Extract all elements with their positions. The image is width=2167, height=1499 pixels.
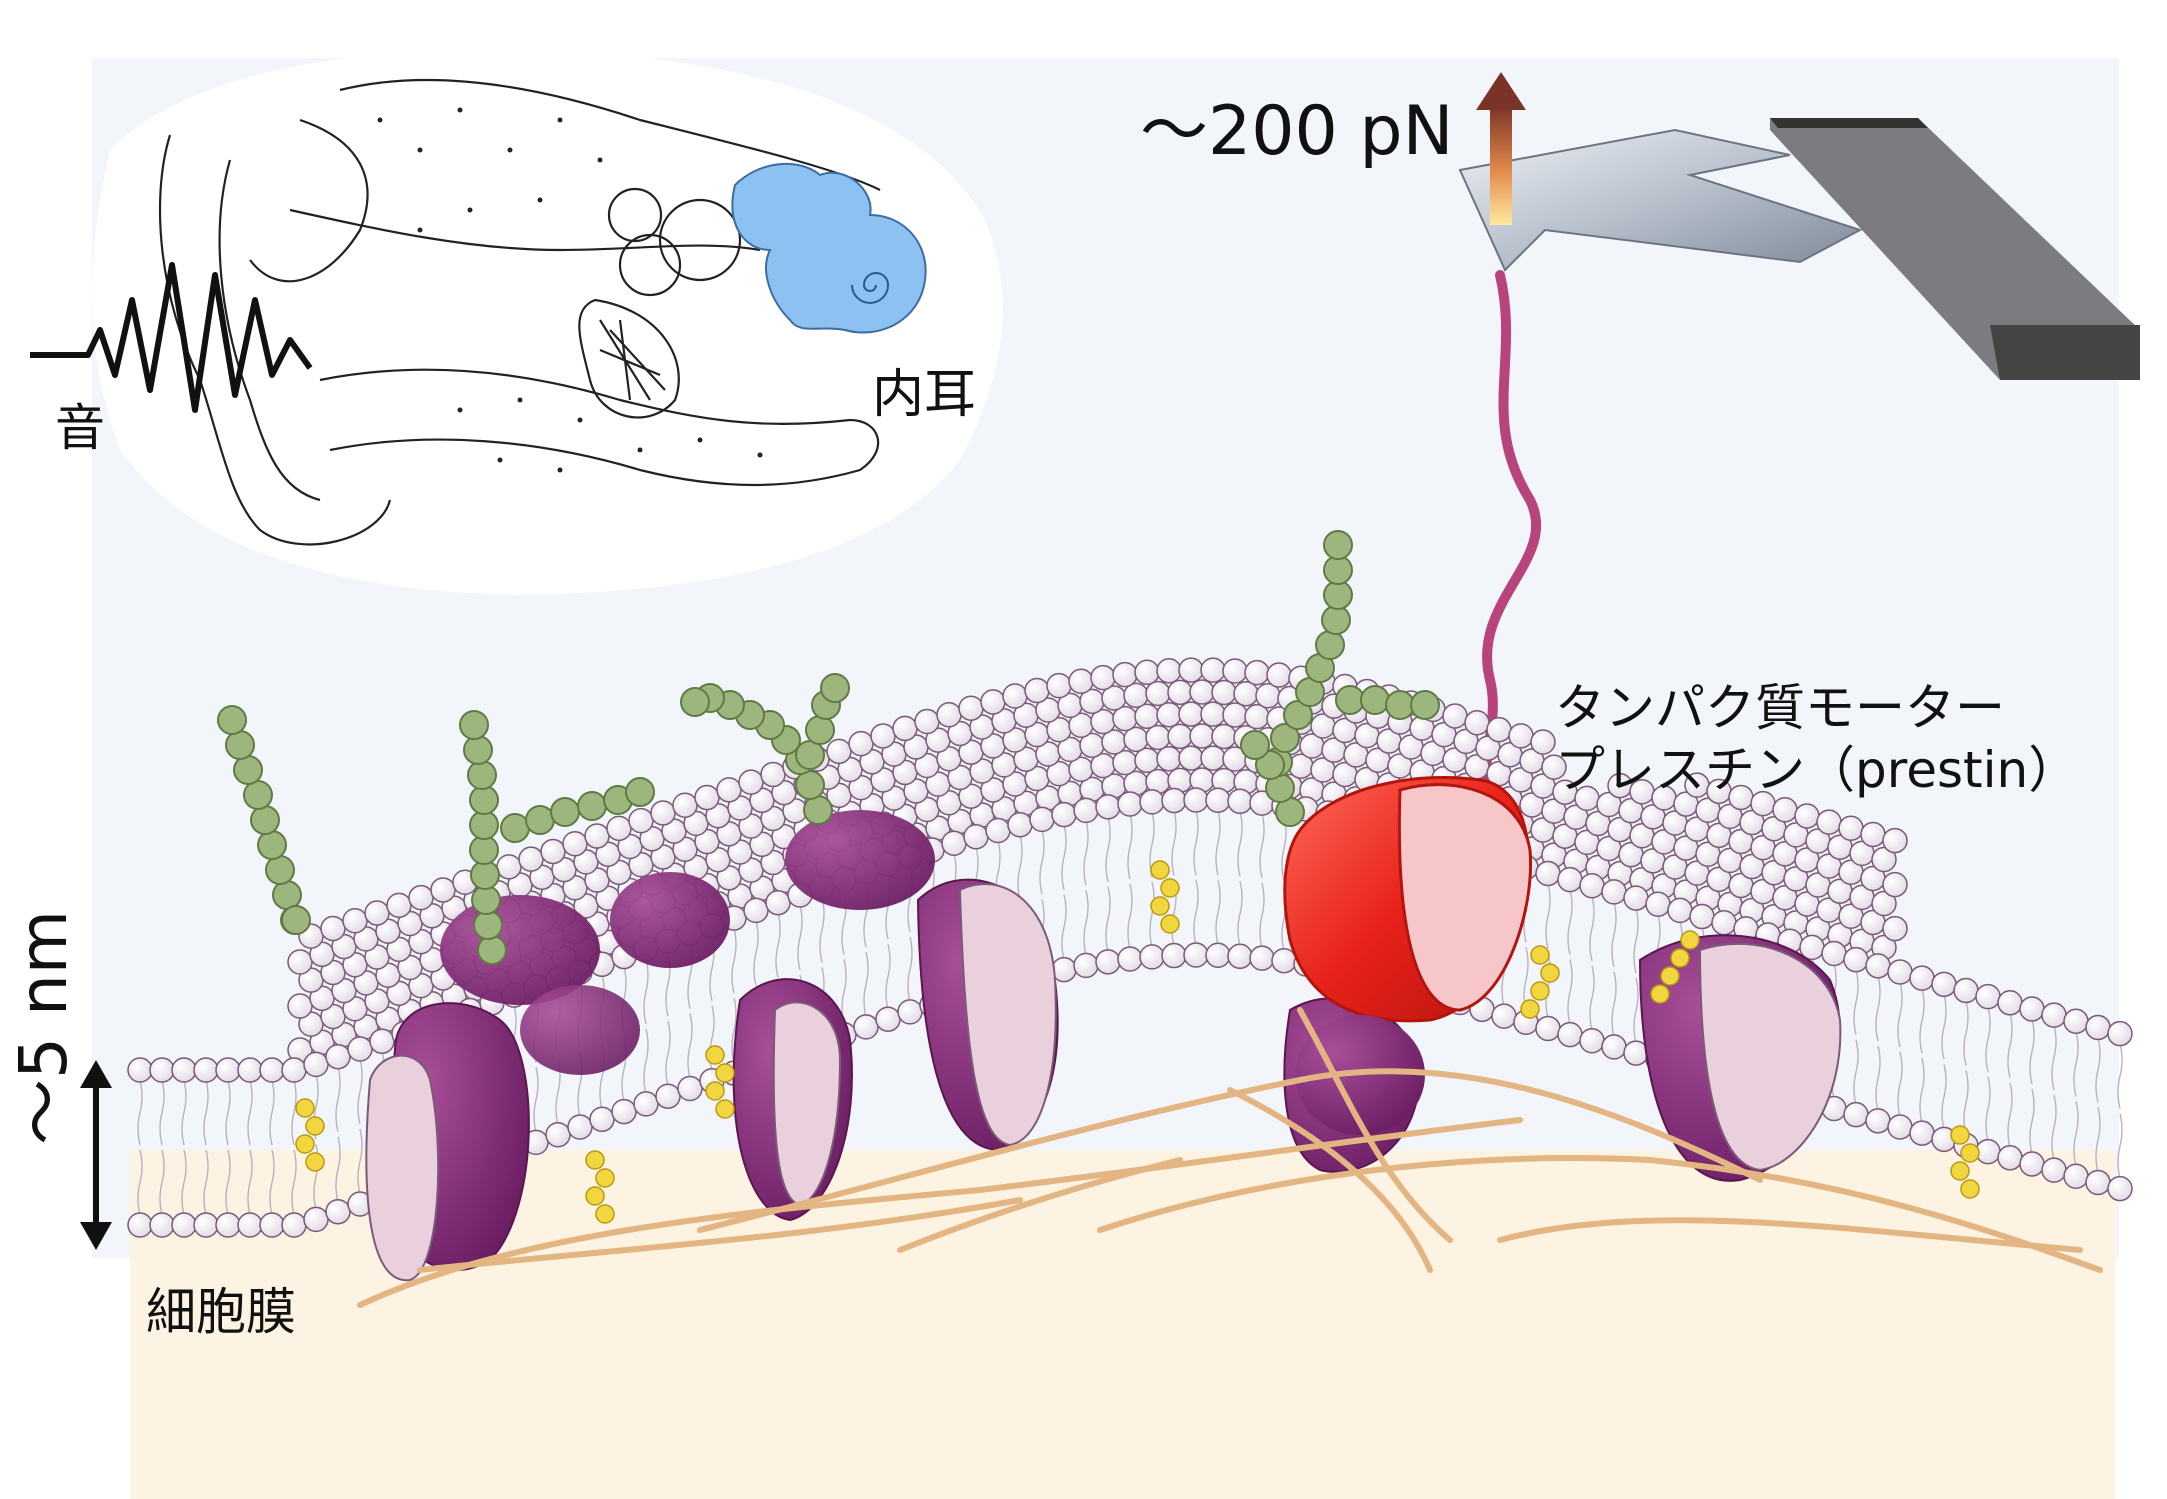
force-arrow-icon [1476, 72, 1526, 225]
prestin-protein-icon [1283, 776, 1533, 1135]
force-label: ～200 pN [1140, 92, 1454, 171]
cholesterol-molecules [295, 860, 1980, 1224]
cochlea-icon [731, 162, 927, 334]
sound-label: 音 [55, 399, 105, 457]
prestin-label-line1: タンパク質モーター [1555, 679, 2005, 737]
sound-wave-icon [30, 262, 313, 413]
inner-ear-label: 内耳 [872, 365, 977, 425]
membrane-thickness-label: ～5 nm [5, 909, 82, 1145]
cell-membrane-label: 細胞膜 [146, 1283, 296, 1341]
ear-anatomy-icon [92, 49, 1003, 595]
prestin-label-line2: プレスチン（prestin） [1555, 741, 2079, 799]
glycan-chains [217, 530, 1440, 965]
thickness-arrow-icon [80, 1060, 112, 1250]
afm-cantilever-icon [1458, 118, 2140, 380]
cytoskeleton-filaments [357, 1007, 2103, 1308]
